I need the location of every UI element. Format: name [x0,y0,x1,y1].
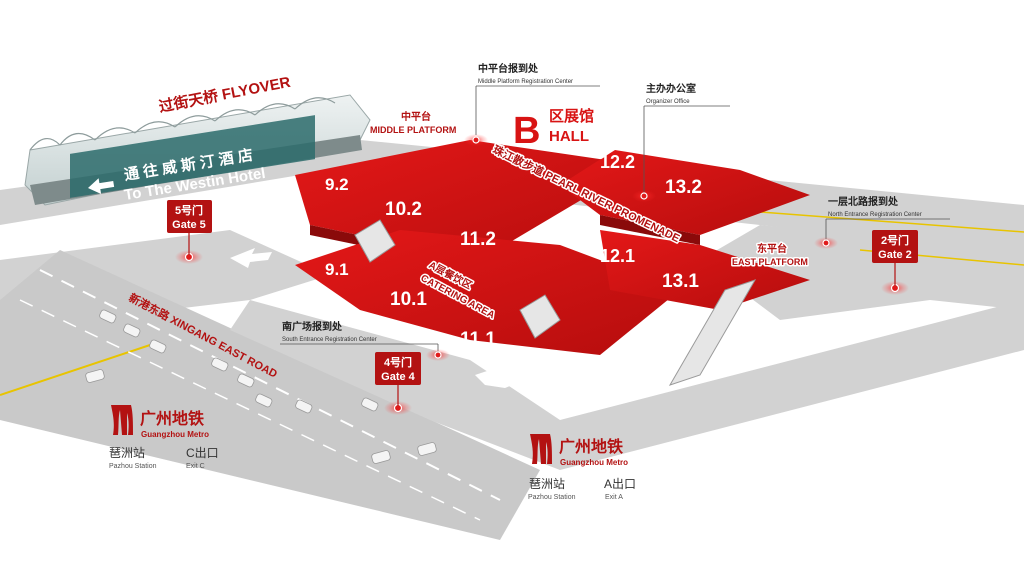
hall-13-2: 13.2 [665,177,702,198]
metro-right-station-cn: 琶洲站 [529,477,565,491]
pin-gate5[interactable] [175,250,203,264]
metro-left-exit-cn: C出口 [186,446,219,460]
gate4-label-cn: 4号门 [384,355,412,369]
middle-registration-callout: 中平台报到处 Middle Platform Registration Cent… [475,62,600,135]
south-registration-callout: 南广场报到处 South Entrance Registration Cente… [280,320,439,352]
xingang-east-road [0,250,540,540]
metro-left-station-en: Pazhou Station [109,463,157,470]
gate2-label-en: Gate 2 [878,249,912,261]
westin-sign [70,115,315,198]
hall-11-2: 11.2 [460,229,496,250]
south-registration-cn: 南广场报到处 [282,320,343,333]
flyover: 过街天桥 FLYOVER 通 往 威 斯 汀 酒 店 To The Westin… [24,73,371,206]
middle-registration-en: Middle Platform Registration Center [478,79,573,85]
location-pins [175,134,909,415]
metro-left-name-cn: 广州地铁 [140,409,204,428]
pin-south-registration[interactable] [426,349,450,361]
hall-b-label-en: HALL [549,128,589,145]
gate4-badge[interactable]: 4号门 Gate 4 [375,352,421,406]
gate2-badge[interactable]: 2号门 Gate 2 [872,230,918,286]
hall-13-1: 13.1 [662,271,699,292]
hall-12-1: 12.1 [600,246,635,266]
gate2-label-cn: 2号门 [881,233,909,247]
metro-left[interactable]: 广州地铁 Guangzhou Metro 琶洲站 Pazhou Station … [109,405,219,470]
metro-left-station-cn: 琶洲站 [109,446,145,460]
crossing-arrow-icon [230,228,720,388]
north-registration-cn: 一层北路报到处 [828,195,899,208]
hall-numbers: 9.2 10.2 11.2 12.2 13.2 9.1 10.1 11.1 12… [325,152,702,350]
hall-b-lower [295,230,810,355]
stairs [354,219,757,386]
hall-9-2: 9.2 [325,175,349,194]
gate5-label-en: Gate 5 [172,219,206,231]
east-platform-cn: 东平台 [757,242,787,255]
middle-registration-cn: 中平台报到处 [478,62,539,75]
east-platform-en: EAST PLATFORM [732,257,808,267]
pin-gate4[interactable] [384,401,412,415]
metro-left-name-en: Guangzhou Metro [141,430,209,439]
arrow-left-icon [88,178,115,195]
metro-right-name-en: Guangzhou Metro [560,458,628,467]
middle-platform-en: MIDDLE PLATFORM [370,125,456,135]
north-registration-en: North Entrance Registration Center [828,212,922,218]
guangzhou-metro-logo-icon [111,405,133,435]
metro-right-exit-cn: A出口 [604,477,636,491]
hall-10-2: 10.2 [385,199,422,220]
gate5-label-cn: 5号门 [175,203,203,217]
south-registration-en: South Entrance Registration Center [282,337,377,343]
organizer-office-cn: 主办办公室 [646,82,696,95]
hall-12-2: 12.2 [600,152,635,172]
hall-b-label-cn: 区展馆 [549,107,594,125]
middle-platform-cn: 中平台 [401,110,431,123]
guangzhou-metro-logo-icon [530,434,552,464]
metro-right[interactable]: 广州地铁 Guangzhou Metro 琶洲站 Pazhou Station … [528,434,636,501]
pin-gate2[interactable] [881,281,909,295]
metro-right-station-en: Pazhou Station [528,494,576,501]
organizer-office-callout: 主办办公室 Organizer Office [643,82,730,193]
organizer-office-en: Organizer Office [646,99,690,105]
hall-11-1: 11.1 [460,329,496,350]
gate4-label-en: Gate 4 [381,371,416,383]
pin-north-registration[interactable] [814,237,838,249]
pin-middle-registration[interactable] [464,134,488,146]
pin-organizer-office[interactable] [632,190,656,202]
hall-b-letter: B [513,110,540,152]
gate5-badge[interactable]: 5号门 Gate 5 [167,200,212,255]
roads [0,140,1024,540]
hall-10-1: 10.1 [390,289,427,310]
cars [85,309,437,464]
north-registration-callout: 一层北路报到处 North Entrance Registration Cent… [825,195,950,240]
metro-right-exit-en: Exit A [605,494,623,501]
metro-right-name-cn: 广州地铁 [559,437,623,456]
east-road [700,225,1024,320]
hall-9-1: 9.1 [325,260,349,279]
metro-left-exit-en: Exit C [186,463,205,470]
